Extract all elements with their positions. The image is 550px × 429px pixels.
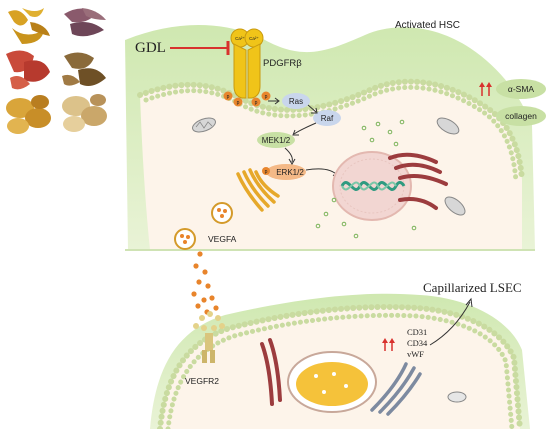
ras-node: Ras xyxy=(282,93,310,109)
hsc-vesicle xyxy=(211,202,233,224)
vegfa-particles xyxy=(191,251,219,315)
phospho-label: p xyxy=(265,169,268,175)
hsc-mitochondrion xyxy=(436,117,460,135)
lsec-nucleus xyxy=(287,351,377,413)
collagen-label: collagen xyxy=(505,111,537,121)
phospho-label: p xyxy=(265,94,268,100)
hsc-endoplasmic-reticulum xyxy=(388,152,448,210)
lsec-endoplasmic-reticulum xyxy=(260,338,282,406)
herb-image-purple-slices xyxy=(64,8,106,37)
alpha-sma-label: α-SMA xyxy=(508,84,534,94)
phospho-label: p xyxy=(227,94,230,100)
activated-hsc-cell xyxy=(125,24,535,251)
activated-hsc-label: Activated HSC xyxy=(395,20,460,31)
vegfa-label: VEGFA xyxy=(208,234,237,244)
herb-image-turmeric-slices xyxy=(8,8,50,44)
erk-label: ERK1/2 xyxy=(276,168,304,177)
phospho-label: p xyxy=(255,100,258,106)
gdl-label: GDL xyxy=(135,40,166,56)
ras-label: Ras xyxy=(289,97,303,106)
vwf-label: vWF xyxy=(407,349,424,359)
herb-image-brown-pieces xyxy=(62,52,106,86)
secreted-vesicle xyxy=(174,228,196,250)
cd31-label: CD31 xyxy=(407,327,427,337)
phospho-groups: p p p p xyxy=(223,91,271,107)
hsc-golgi xyxy=(236,168,280,212)
lsec-arrow xyxy=(429,301,471,346)
collagen-node: collagen xyxy=(496,106,546,126)
hsc-mitochondrion xyxy=(192,117,216,133)
cd34-label: CD34 xyxy=(407,338,428,348)
phospho-label: p xyxy=(237,100,240,106)
raf-node: Raf xyxy=(313,110,341,126)
capillarized-lsec-label: Capillarized LSEC xyxy=(423,280,522,295)
erk-node: p ERK1/2 xyxy=(262,164,306,180)
vegfr2-receptor xyxy=(193,311,225,363)
mek-label: MEK1/2 xyxy=(262,136,291,145)
herb-image-golden-slices xyxy=(6,95,51,134)
herb-image-pale-slices xyxy=(62,94,107,132)
pdgfr-beta-receptor: Ca²⁺ Ca²⁺ xyxy=(230,28,264,99)
herb-images xyxy=(6,8,107,134)
vegfr2-label: VEGFR2 xyxy=(185,376,219,386)
upregulation-arrows-hsc xyxy=(479,82,492,96)
herb-image-red-slices xyxy=(6,50,50,90)
lsec-mitochondrion xyxy=(447,391,467,403)
raf-label: Raf xyxy=(321,114,334,123)
calcium-label-1: Ca²⁺ xyxy=(235,36,245,41)
upregulation-arrows-lsec xyxy=(382,338,395,351)
hsc-nucleus xyxy=(332,151,412,221)
pdgfr-beta-label: PDGFRβ xyxy=(263,58,302,69)
lsec-golgi xyxy=(370,362,422,416)
calcium-label-2: Ca²⁺ xyxy=(249,36,259,41)
mek-node: MEK1/2 xyxy=(257,132,295,148)
cytoplasm-granules xyxy=(315,119,417,239)
alpha-sma-node: α-SMA xyxy=(496,79,546,99)
hsc-mitochondrion xyxy=(444,196,466,216)
